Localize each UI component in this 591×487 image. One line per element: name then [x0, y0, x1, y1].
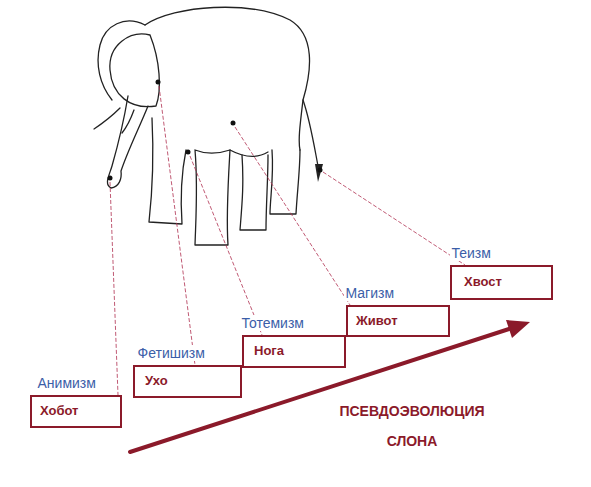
belly-point	[231, 121, 236, 126]
stage-heading: Магизм	[344, 285, 397, 301]
stage-box: ТотемизмНога	[242, 335, 346, 368]
progress-arrow-head	[506, 320, 530, 338]
elephant-tail	[303, 100, 318, 166]
stage-box: МагизмЖивот	[346, 305, 450, 337]
box-label: Хвост	[464, 274, 551, 290]
leader-line	[190, 156, 262, 335]
elephant-leg	[149, 118, 186, 224]
leader-line	[110, 182, 118, 395]
progress-arrow-shaft	[130, 329, 509, 452]
leader-line	[159, 86, 195, 365]
box-label: Нога	[254, 343, 344, 359]
stage-heading: Теизм	[450, 245, 493, 261]
stage-heading: Тотемизм	[240, 315, 306, 331]
box-label: Хобот	[40, 403, 120, 419]
tail-point	[318, 168, 323, 173]
stage-box: ТеизмХвост	[450, 265, 553, 300]
elephant-leg	[240, 155, 268, 230]
caption-text: ПСЕВДОЭВОЛЮЦИЯ СЛОНА	[327, 396, 497, 456]
elephant-tusk	[94, 108, 120, 129]
elephant-trunk	[107, 96, 148, 188]
elephant-tail-tuft	[315, 164, 323, 182]
eye-point	[156, 80, 161, 85]
stage-heading: Анимизм	[36, 375, 98, 391]
stage-heading: Фетишизм	[136, 345, 207, 361]
elephant-ear	[110, 34, 160, 107]
elephant-head	[98, 21, 145, 100]
elephant-tusk	[122, 110, 134, 133]
elephant-leg	[195, 150, 230, 245]
leader-line	[323, 172, 465, 265]
stage-box: ФетишизмУхо	[133, 365, 242, 398]
elephant-back	[145, 7, 310, 150]
elephant-belly	[230, 150, 268, 156]
stage-box: АнимизмХобот	[30, 395, 122, 428]
box-label: Ухо	[145, 373, 240, 389]
trunk-point	[108, 176, 113, 181]
leg-point	[186, 150, 191, 155]
leader-line	[235, 127, 350, 305]
box-label: Живот	[356, 313, 448, 329]
